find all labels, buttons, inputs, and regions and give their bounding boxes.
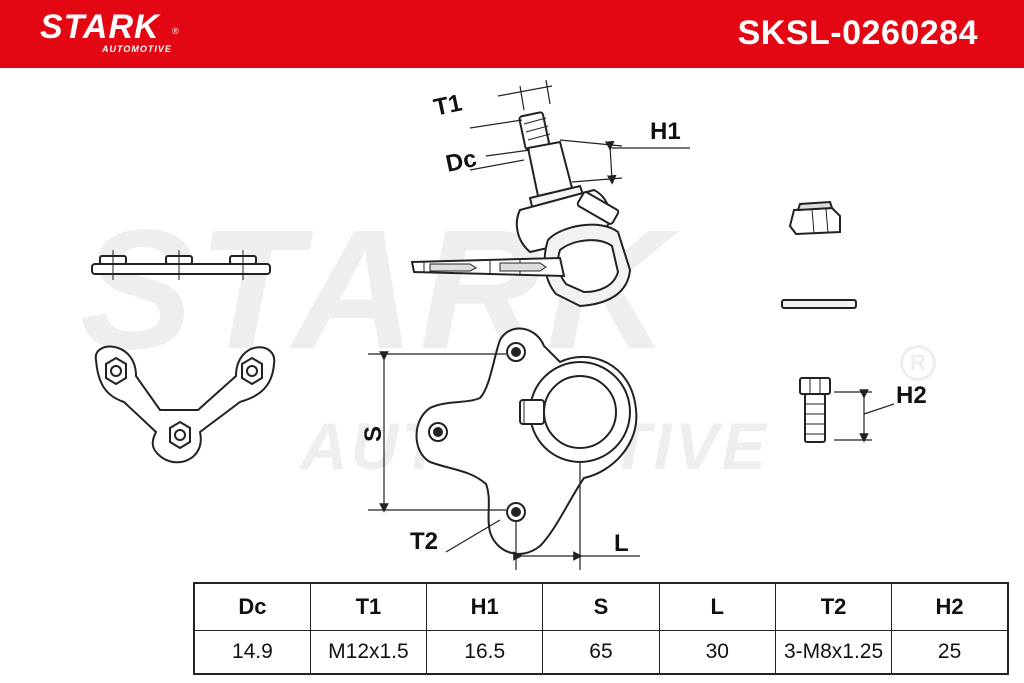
dimension-label-h2: H2 bbox=[896, 382, 927, 409]
bolt bbox=[799, 377, 831, 443]
specs-header-t2: T2 bbox=[774, 582, 893, 631]
dimension-label-t2: T2 bbox=[410, 528, 439, 555]
dimension-label-l: L bbox=[614, 530, 629, 557]
specs-header-h1: H1 bbox=[426, 582, 544, 631]
specs-value-t2: 3-M8x1.25 bbox=[774, 630, 893, 675]
brand-logo: STARK AUTOMOTIVE ® bbox=[40, 8, 179, 54]
dimension-label-s: S bbox=[360, 425, 388, 443]
brand-subtitle: AUTOMOTIVE bbox=[102, 44, 172, 54]
specs-value-row: 14.9 M12x1.5 16.5 65 30 3-M8x1.25 25 bbox=[193, 630, 1009, 675]
specs-header-h2: H2 bbox=[891, 582, 1009, 631]
specs-value-h2: 25 bbox=[891, 630, 1009, 675]
brand-registered-mark: ® bbox=[172, 26, 179, 36]
plate-side-view bbox=[91, 250, 271, 280]
specs-header-s: S bbox=[542, 582, 660, 631]
part-number: SKSL-0260284 bbox=[737, 14, 978, 52]
dimension-lines-bottom bbox=[368, 351, 640, 570]
specs-header-t1: T1 bbox=[309, 582, 428, 631]
watermark-registered-mark: R bbox=[900, 345, 936, 381]
specs-header-row: Dc T1 H1 S L T2 H2 bbox=[193, 582, 1009, 631]
dimension-lines-top bbox=[469, 79, 690, 185]
specs-table: Dc T1 H1 S L T2 H2 14.9 M12x1.5 16.5 65 … bbox=[193, 582, 1009, 675]
ball-joint-side-view bbox=[410, 111, 632, 308]
dimension-lines-bolt bbox=[834, 389, 895, 443]
specs-header-l: L bbox=[658, 582, 776, 631]
ball-joint-top-view bbox=[415, 327, 638, 555]
specs-value-s: 65 bbox=[542, 630, 660, 675]
specs-value-dc: 14.9 bbox=[193, 630, 311, 675]
specs-value-t1: M12x1.5 bbox=[309, 630, 428, 675]
nut-and-washer bbox=[781, 200, 857, 309]
header-bar: STARK AUTOMOTIVE ® SKSL-0260284 bbox=[0, 0, 1024, 68]
specs-header-dc: Dc bbox=[193, 582, 311, 631]
dimension-label-h1: H1 bbox=[650, 118, 681, 145]
dimension-label-t1: T1 bbox=[431, 89, 465, 122]
plate-top-view bbox=[94, 345, 276, 464]
specs-value-l: 30 bbox=[658, 630, 776, 675]
brand-name: STARK bbox=[40, 8, 160, 46]
specs-value-h1: 16.5 bbox=[426, 630, 544, 675]
